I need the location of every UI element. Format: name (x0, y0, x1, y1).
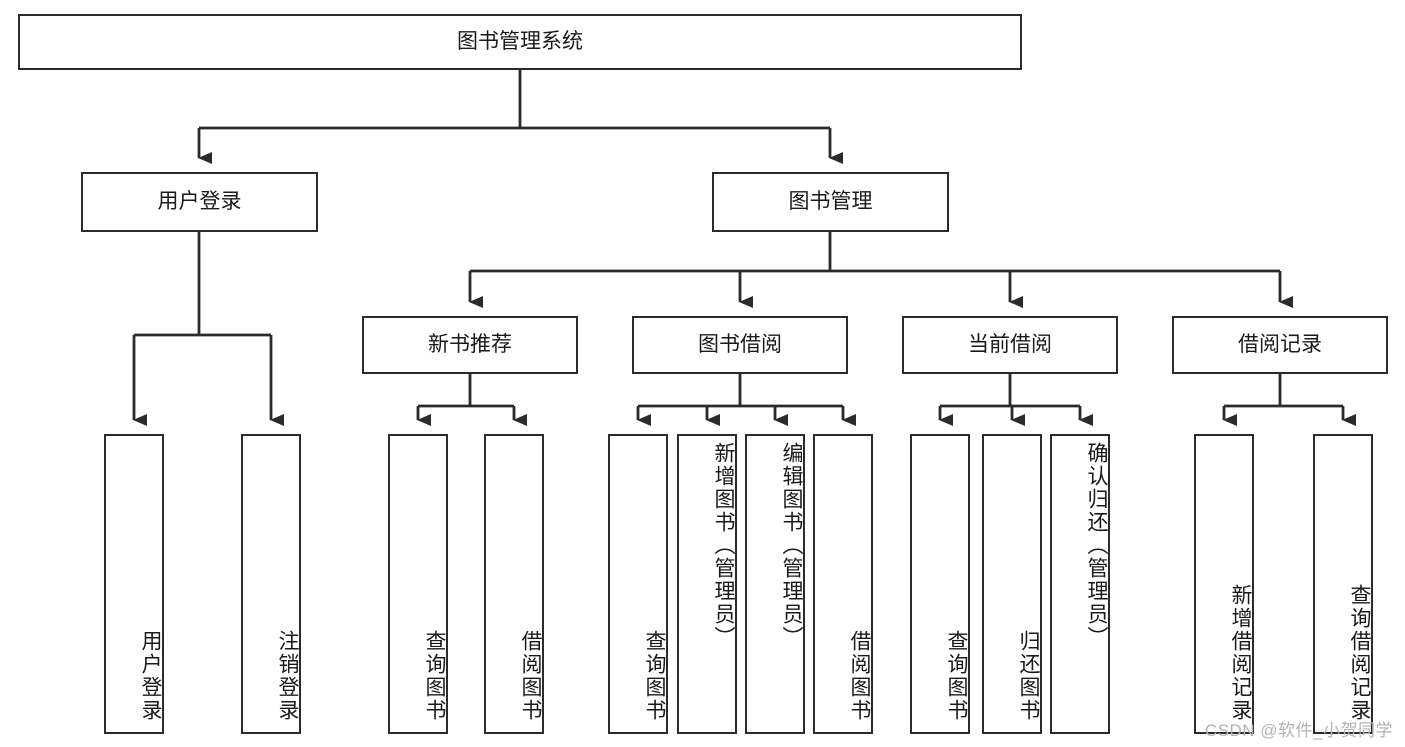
node-leaf-query-record[interactable]: 查询借阅记录 (1313, 434, 1373, 734)
node-new-book-rec[interactable]: 新书推荐 (362, 316, 578, 374)
node-leaf-query-book-3[interactable]: 查询图书 (910, 434, 970, 734)
node-user-login[interactable]: 用户登录 (81, 172, 318, 232)
node-leaf-query-book-2[interactable]: 查询图书 (608, 434, 668, 734)
node-leaf-confirm-return[interactable]: 确认归还（管理员） (1050, 434, 1110, 734)
node-book-manage-label: 图书管理 (788, 190, 873, 214)
node-leaf-add-record[interactable]: 新增借阅记录 (1194, 434, 1254, 734)
node-book-manage[interactable]: 图书管理 (712, 172, 949, 232)
node-root-label: 图书管理系统 (457, 30, 583, 54)
node-current-borrow-label: 当前借阅 (968, 333, 1052, 357)
node-book-borrow[interactable]: 图书借阅 (632, 316, 848, 374)
node-leaf-edit-book-label: 编辑图书（管理员） (780, 442, 803, 649)
node-leaf-return-book-label: 归还图书 (1017, 630, 1040, 722)
node-borrow-record-label: 借阅记录 (1238, 333, 1322, 357)
node-leaf-add-book-label: 新增图书（管理员） (712, 442, 735, 649)
node-leaf-borrow-book-1[interactable]: 借阅图书 (484, 434, 544, 734)
node-leaf-borrow-book-1-label: 借阅图书 (519, 630, 542, 722)
node-leaf-user-login[interactable]: 用户登录 (104, 434, 164, 734)
node-leaf-borrow-book-2[interactable]: 借阅图书 (813, 434, 873, 734)
node-leaf-borrow-book-2-label: 借阅图书 (848, 630, 871, 722)
node-leaf-query-book-1[interactable]: 查询图书 (388, 434, 448, 734)
node-leaf-confirm-return-label: 确认归还（管理员） (1085, 442, 1108, 649)
node-leaf-query-book-2-label: 查询图书 (643, 630, 666, 722)
node-root[interactable]: 图书管理系统 (18, 14, 1022, 70)
node-current-borrow[interactable]: 当前借阅 (902, 316, 1118, 374)
node-leaf-return-book[interactable]: 归还图书 (982, 434, 1042, 734)
node-leaf-add-record-label: 新增借阅记录 (1229, 584, 1252, 722)
node-leaf-user-login-label: 用户登录 (139, 630, 162, 722)
node-leaf-query-book-1-label: 查询图书 (423, 630, 446, 722)
node-leaf-edit-book[interactable]: 编辑图书（管理员） (745, 434, 805, 734)
node-leaf-user-logout-label: 注销登录 (276, 630, 299, 722)
node-user-login-label: 用户登录 (157, 190, 242, 214)
node-leaf-query-record-label: 查询借阅记录 (1348, 584, 1371, 722)
node-leaf-query-book-3-label: 查询图书 (945, 630, 968, 722)
node-leaf-add-book[interactable]: 新增图书（管理员） (677, 434, 737, 734)
node-borrow-record[interactable]: 借阅记录 (1172, 316, 1388, 374)
node-leaf-user-logout[interactable]: 注销登录 (241, 434, 301, 734)
node-book-borrow-label: 图书借阅 (698, 333, 782, 357)
node-new-book-rec-label: 新书推荐 (428, 333, 512, 357)
